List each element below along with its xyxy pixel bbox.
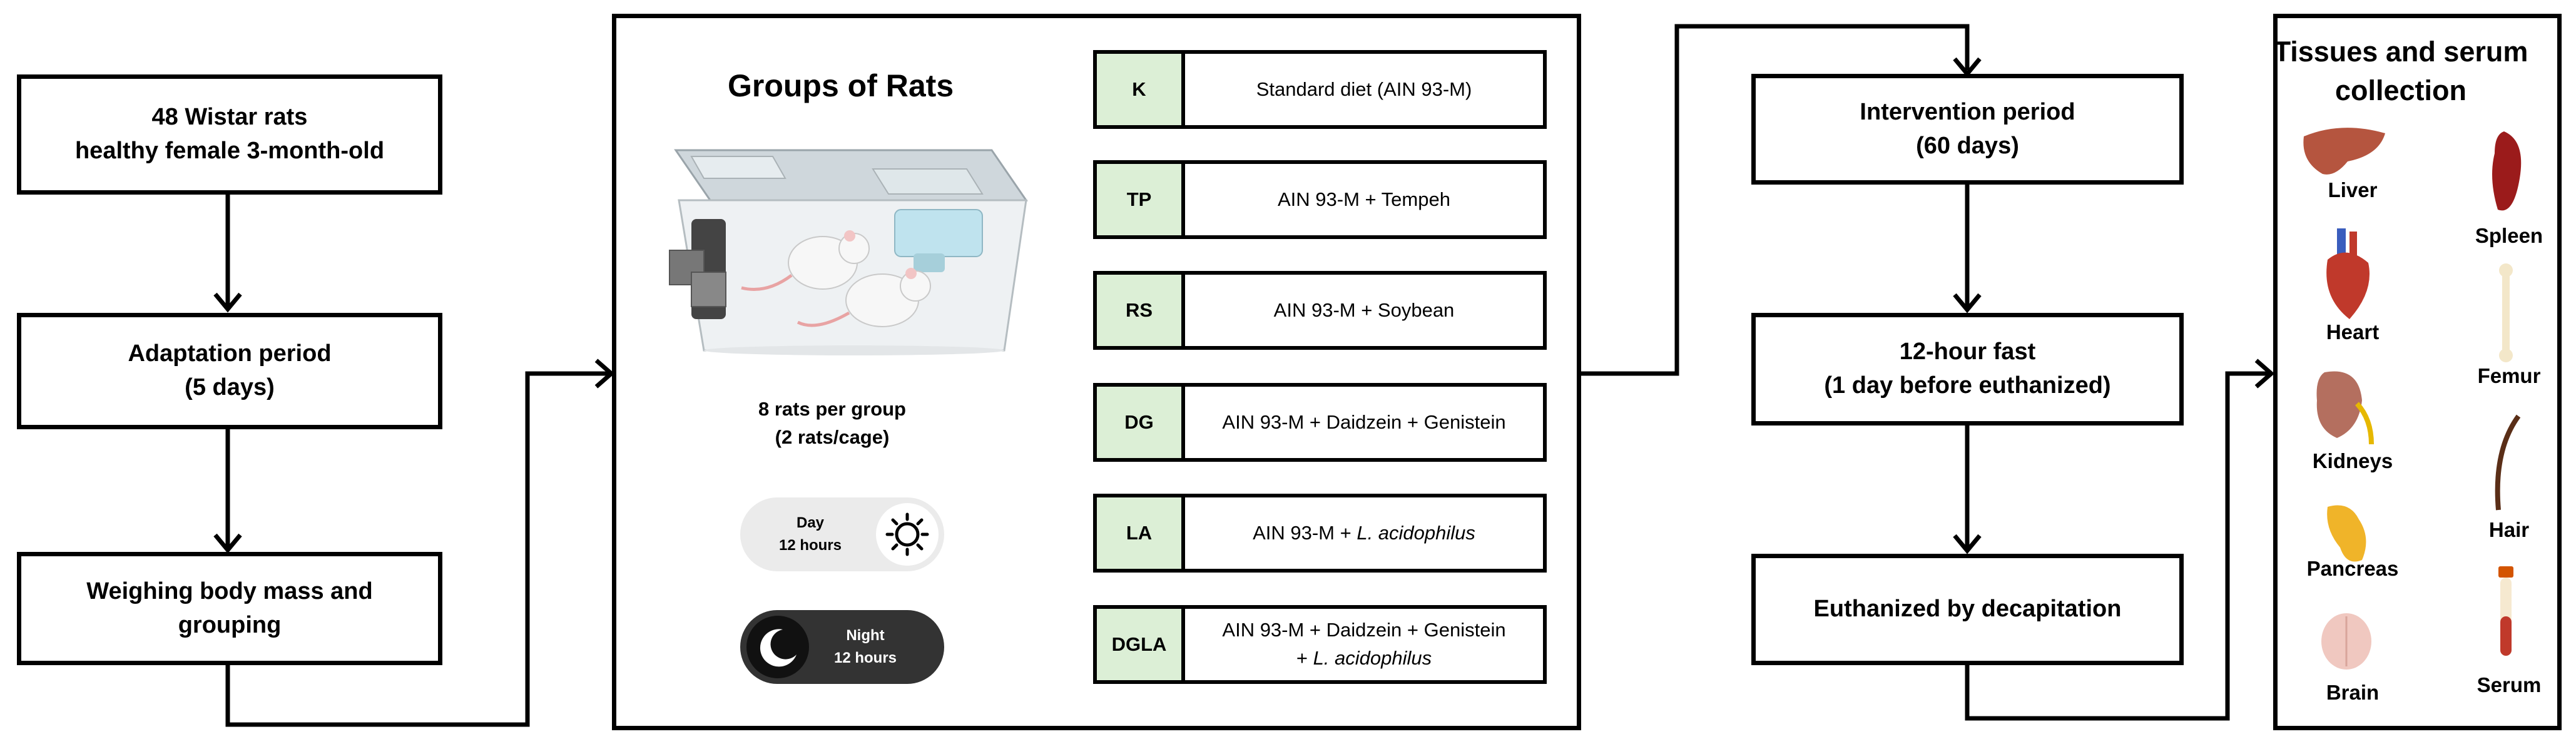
step-euthanized: Euthanized by decapitation	[1751, 554, 2184, 665]
arrowhead	[213, 292, 242, 313]
organ-label: Liver	[2328, 178, 2378, 201]
liver-icon	[2303, 128, 2385, 175]
day-cycle-pill: Day 12 hours	[740, 497, 944, 571]
arrowhead	[213, 533, 242, 554]
rat-cage-illustration	[669, 149, 1028, 355]
brain-icon	[2321, 613, 2371, 670]
sun-icon	[876, 503, 939, 566]
group-code: TP	[1097, 164, 1185, 235]
arrow-to-intervention	[1579, 24, 1970, 376]
group-description: AIN 93-M + Daidzein + Genistein + L. aci…	[1222, 619, 1506, 669]
moon-icon	[746, 616, 809, 678]
step-adaptation: Adaptation period(5 days)	[17, 313, 442, 429]
group-description: AIN 93-M + Soybean	[1273, 298, 1455, 321]
serum-tube-icon	[2498, 566, 2513, 656]
organ-label: Pancreas	[2306, 557, 2399, 580]
group-row-dgla: DGLA AIN 93-M + Daidzein + Genistein + L…	[1093, 605, 1547, 684]
organ-label: Femur	[2477, 364, 2541, 387]
group-row-k: K Standard diet (AIN 93-M)	[1093, 50, 1547, 129]
organ-label: Hair	[2488, 518, 2530, 541]
group-row-tp: TP AIN 93-M + Tempeh	[1093, 160, 1547, 239]
group-description: Standard diet (AIN 93-M)	[1256, 78, 1472, 100]
group-code: RS	[1097, 275, 1185, 346]
hair-icon	[2495, 414, 2521, 511]
kidney-icon	[2316, 371, 2374, 445]
group-code: K	[1097, 54, 1185, 125]
group-code: LA	[1097, 497, 1185, 569]
tissues-title: Tissues and serum collection	[2273, 36, 2528, 107]
step-fast: 12-hour fast(1 day before euthanized)	[1751, 313, 2184, 425]
femur-icon	[2499, 263, 2513, 362]
organ-label: Kidneys	[2312, 449, 2393, 472]
spleen-icon	[2492, 131, 2522, 211]
pancreas-icon	[2327, 505, 2366, 562]
arrow-to-groups-panel	[225, 371, 610, 727]
group-description: AIN 93-M + L. acidophilus	[1253, 521, 1475, 544]
group-code: DG	[1097, 387, 1185, 458]
organ-label: Serum	[2477, 673, 2542, 696]
group-row-rs: RS AIN 93-M + Soybean	[1093, 271, 1547, 350]
group-row-dg: DG AIN 93-M + Daidzein + Genistein	[1093, 383, 1547, 462]
group-row-la: LA AIN 93-M + L. acidophilus	[1093, 494, 1547, 573]
group-code: DGLA	[1097, 609, 1185, 680]
heart-icon	[2326, 228, 2370, 319]
group-description: AIN 93-M + Tempeh	[1278, 188, 1450, 210]
group-description: AIN 93-M + Daidzein + Genistein	[1222, 410, 1506, 433]
arrow-to-tissues	[1965, 371, 2270, 721]
groups-title: Groups of Rats	[728, 68, 954, 103]
organ-label: Spleen	[2475, 224, 2543, 247]
rats-per-group-note: 8 rats per group (2 rats/cage)	[758, 398, 906, 448]
organ-label: Heart	[2326, 320, 2380, 344]
step-intervention: Intervention period(60 days)	[1751, 74, 2184, 185]
night-cycle-pill: Night 12 hours	[740, 610, 944, 684]
organ-label: Brain	[2326, 681, 2380, 704]
